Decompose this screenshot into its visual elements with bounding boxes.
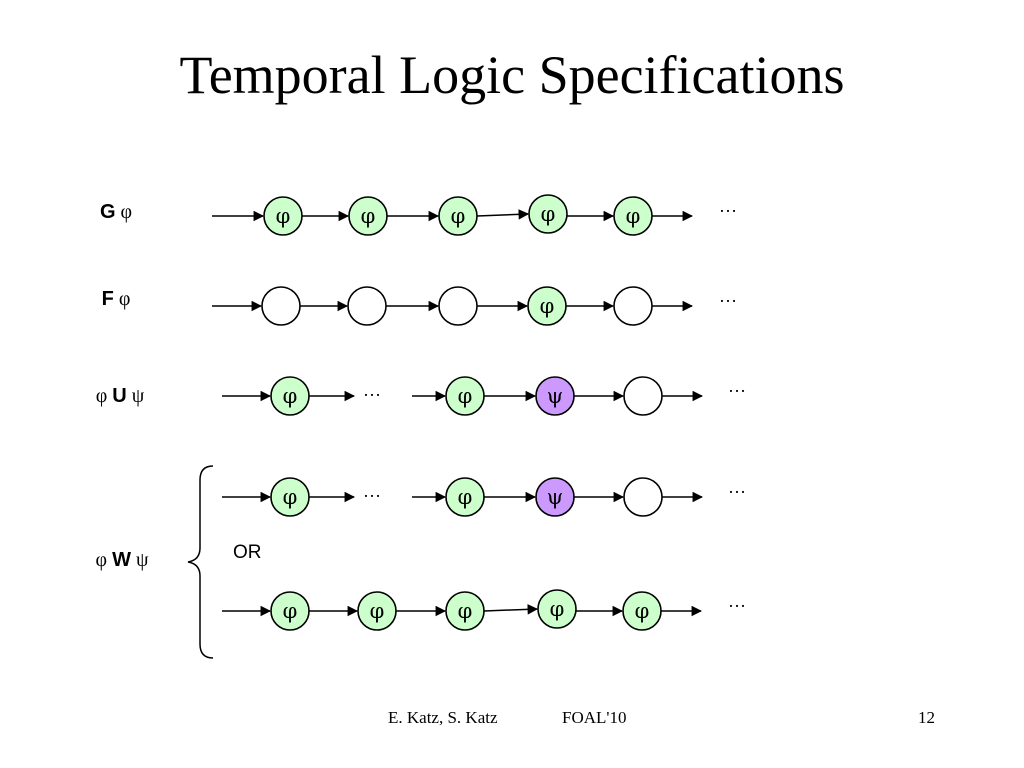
formula-label-F: F φ (102, 288, 131, 310)
state-label: φ (361, 204, 376, 228)
formula-part: ψ (131, 549, 149, 571)
trailing-ellipsis: … (719, 196, 737, 216)
transition-arrow (483, 604, 539, 615)
formula-label-G: G φ (100, 201, 132, 223)
state-node (623, 376, 663, 416)
footer-venue: FOAL'10 (562, 708, 627, 727)
trailing-ellipsis: … (728, 591, 746, 611)
state-label: φ (540, 294, 555, 318)
trailing-ellipsis: … (719, 286, 737, 306)
state-node (261, 286, 301, 326)
state-label: φ (635, 599, 650, 623)
state-label: ψ (547, 485, 563, 509)
footer-authors: E. Katz, S. Katz (388, 708, 498, 727)
formula-part: φ (114, 288, 131, 310)
slide-title: Temporal Logic Specifications (179, 45, 845, 105)
formula-part: U (112, 385, 126, 407)
state-node (613, 286, 653, 326)
state-label: φ (283, 485, 298, 509)
ellipsis-gap: … (363, 380, 381, 400)
state-label: φ (283, 384, 298, 408)
state-label: φ (626, 204, 641, 228)
state-node (438, 286, 478, 326)
state-label: φ (458, 384, 473, 408)
slide-number: 12 (918, 708, 935, 727)
state-label: φ (276, 204, 291, 228)
trailing-ellipsis: … (728, 477, 746, 497)
state-label: φ (451, 204, 466, 228)
or-label: OR (233, 542, 262, 563)
state-node (347, 286, 387, 326)
formula-part: F (102, 288, 114, 310)
formula-part: G (100, 201, 116, 223)
ellipsis-gap: … (363, 481, 381, 501)
state-label: φ (458, 485, 473, 509)
state-label: φ (370, 599, 385, 623)
state-label: φ (458, 599, 473, 623)
transition-arrow (476, 209, 530, 220)
curly-brace (187, 465, 214, 659)
formula-part: φ (96, 549, 113, 571)
state-label: φ (550, 597, 565, 621)
formula-part: φ (116, 201, 133, 223)
formula-label-U: φ U ψ (96, 385, 145, 407)
formula-label-W: φ W ψ (96, 549, 149, 571)
state-node (528, 194, 568, 234)
state-label: φ (283, 599, 298, 623)
state-label: ψ (547, 384, 563, 408)
state-node (623, 477, 663, 517)
formula-part: φ (96, 385, 113, 407)
trailing-ellipsis: … (728, 376, 746, 396)
state-label: φ (541, 202, 556, 226)
formula-part: W (112, 549, 131, 571)
formula-part: ψ (127, 385, 145, 407)
state-node (537, 589, 577, 629)
